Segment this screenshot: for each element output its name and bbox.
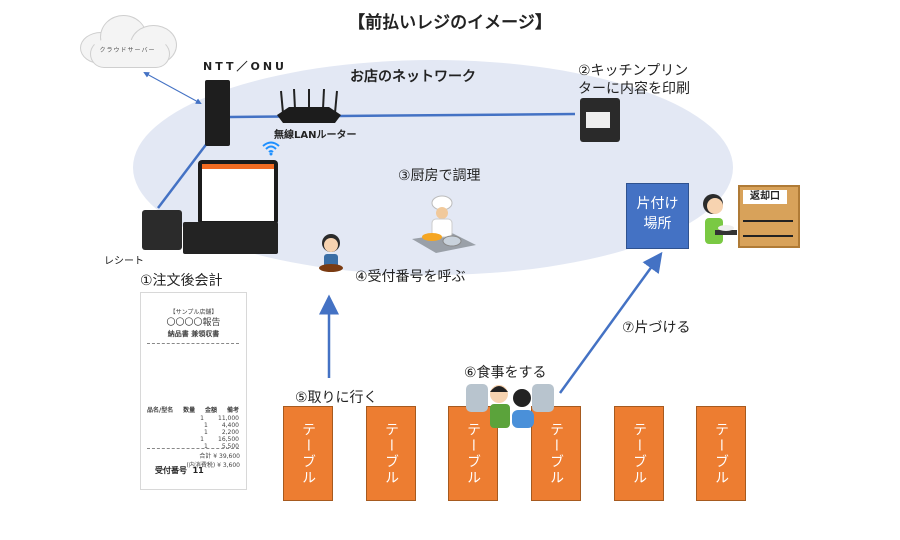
receipt-printer-label: レシート	[104, 256, 144, 267]
step-5-label: ⑤取りに行く	[295, 390, 378, 406]
table-4: テーブル	[531, 406, 581, 501]
arrow-tidy	[558, 251, 663, 394]
router-label: 無線LANルーター	[274, 130, 357, 141]
table-3: テーブル	[448, 406, 498, 501]
cloud-server-label: クラウドサーバー	[99, 47, 156, 54]
table-1: テーブル	[283, 406, 333, 501]
kitchen-printer-icon	[580, 98, 620, 142]
step-2-label-line2: ターに内容を印刷	[578, 81, 690, 97]
table-6: テーブル	[696, 406, 746, 501]
table-5: テーブル	[614, 406, 664, 501]
cloud-onu-link	[143, 72, 202, 104]
staff-carrying-tray-icon	[697, 190, 737, 248]
network-label: お店のネットワーク	[350, 69, 476, 85]
tidy-area-box: 片付け 場所	[626, 183, 689, 249]
onu-register-link	[157, 141, 209, 209]
receipt-image: 【サンプル店舗】 〇〇〇〇報告 納品書 兼領収書 品名/型名 数量 金額 備考 …	[140, 292, 247, 490]
step-7-label: ⑦片づける	[622, 320, 691, 336]
receipt-reception-number: 受付番号 11	[155, 466, 204, 475]
step-4-label: ④受付番号を呼ぶ	[355, 269, 466, 285]
staff-woman-icon	[318, 232, 344, 276]
wireless-router-icon	[277, 88, 341, 123]
receipt-shop-header: 【サンプル店舗】	[169, 309, 218, 316]
chef-cooking-icon	[412, 195, 476, 253]
step-2-label-line1: ②キッチンプリン	[578, 63, 689, 79]
onu-label: NTT／ONU	[203, 60, 287, 73]
step-6-label: ⑥食事をする	[464, 365, 547, 381]
cloud-server-icon: クラウドサーバー	[75, 10, 180, 70]
receipt-columns: 品名/型名 数量 金額 備考	[147, 407, 239, 414]
step-1-label: ①注文後会計	[140, 273, 223, 289]
wifi-icon	[262, 140, 280, 160]
onu-device-icon	[205, 80, 230, 146]
return-shelf-sign: 返却口	[743, 190, 787, 204]
table-2: テーブル	[366, 406, 416, 501]
page-title: 【前払いレジのイメージ】	[348, 13, 552, 33]
return-shelf-icon: 返却口	[738, 185, 800, 248]
receipt-shop-name: 〇〇〇〇報告	[166, 318, 221, 328]
step-3-label: ③厨房で調理	[398, 168, 481, 184]
pos-tablet-icon	[198, 160, 278, 225]
cash-drawer-icon	[183, 222, 278, 254]
receipt-doc-title: 納品書 兼領収書	[167, 330, 220, 338]
receipt-totals: 合計 ¥ 39,600 (内消費税) ¥ 3,600	[186, 453, 240, 469]
receipt-printer-icon	[142, 210, 182, 250]
customers-eating-icon	[466, 380, 556, 428]
